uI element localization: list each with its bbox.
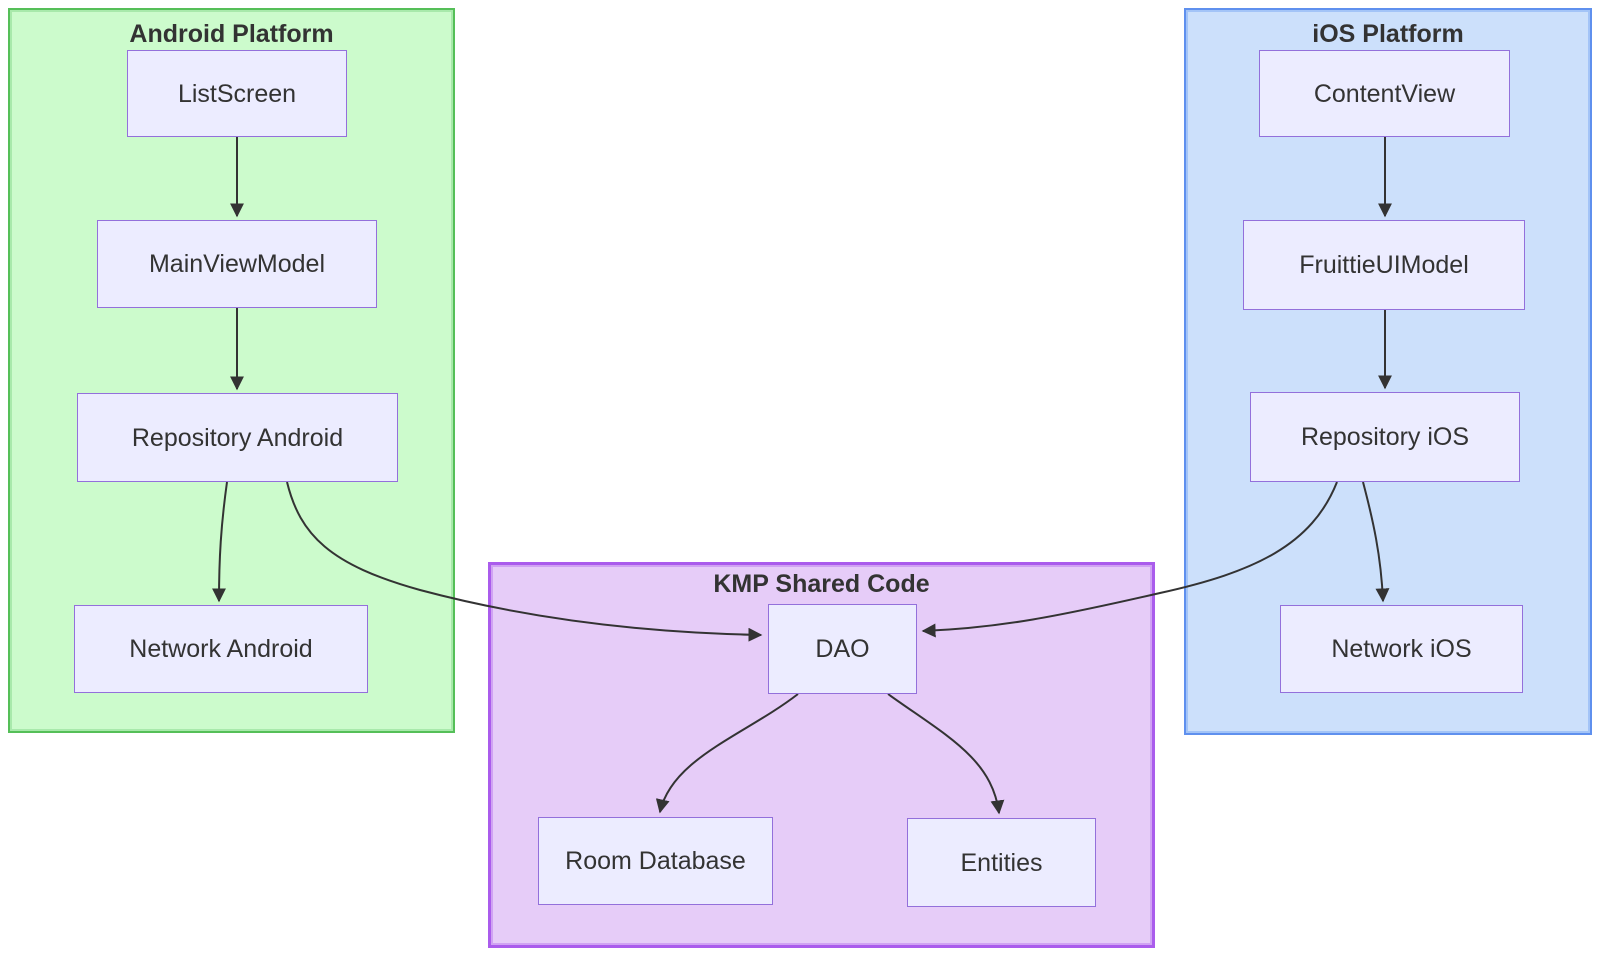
group-ios-title: iOS Platform — [1312, 20, 1464, 48]
node-repository-android: Repository Android — [77, 393, 398, 482]
node-room-database: Room Database — [538, 817, 773, 905]
node-network-android: Network Android — [74, 605, 368, 693]
node-dao-label: DAO — [815, 635, 870, 663]
group-kmp-title: KMP Shared Code — [713, 570, 930, 598]
node-room-database-label: Room Database — [565, 847, 746, 875]
node-mainviewmodel: MainViewModel — [97, 220, 377, 308]
node-repository-android-label: Repository Android — [131, 423, 344, 452]
node-network-ios-label: Network iOS — [1331, 635, 1472, 663]
node-contentview-label: ContentView — [1313, 79, 1456, 108]
node-repository-ios: Repository iOS — [1250, 392, 1520, 482]
node-dao: DAO — [768, 604, 917, 694]
node-fruittieuimodel: FruittieUIModel — [1243, 220, 1525, 310]
node-listscreen-label: ListScreen — [177, 79, 297, 108]
node-mainviewmodel-label: MainViewModel — [148, 250, 325, 278]
node-network-ios: Network iOS — [1280, 605, 1523, 693]
node-repository-ios-label: Repository iOS — [1300, 423, 1470, 451]
node-listscreen: ListScreen — [127, 50, 347, 137]
node-network-android-label: Network Android — [129, 635, 313, 663]
node-fruittieuimodel-label: FruittieUIModel — [1299, 251, 1469, 279]
node-entities-label: Entities — [960, 848, 1043, 877]
node-contentview: ContentView — [1259, 50, 1510, 137]
group-android-title: Android Platform — [129, 20, 334, 48]
node-entities: Entities — [907, 818, 1096, 907]
